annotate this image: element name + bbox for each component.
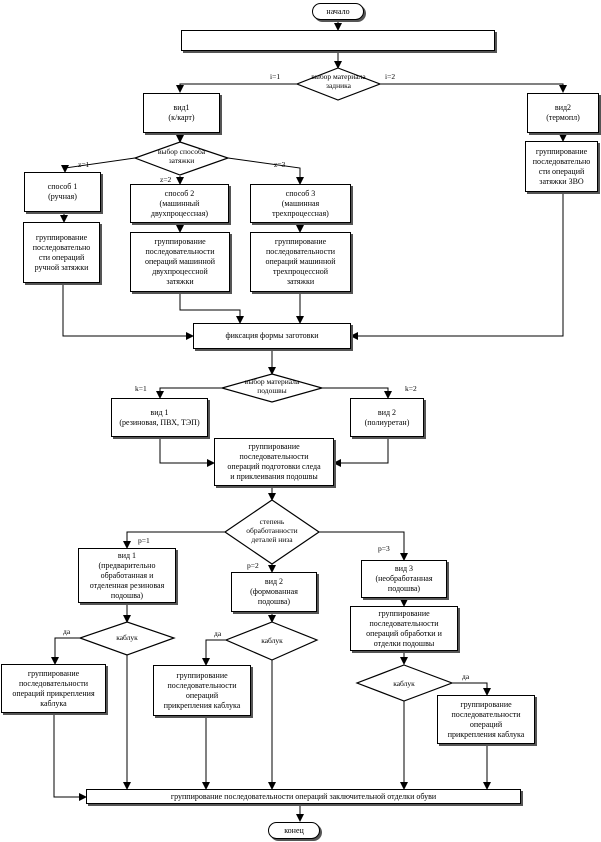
edge-label-p2: p=2 bbox=[247, 561, 259, 570]
edge-yes3 bbox=[452, 682, 491, 696]
edge-label-z1: z=1 bbox=[78, 160, 90, 169]
edge-k1 bbox=[156, 387, 222, 399]
input-box bbox=[181, 30, 495, 51]
edge-p1 bbox=[123, 531, 225, 549]
edge-yes2 bbox=[202, 639, 226, 666]
decision-sole-material-shape bbox=[219, 373, 325, 403]
group-three-box: группирование последовательности операци… bbox=[250, 232, 351, 292]
group-trace-box: группирование последовательности операци… bbox=[214, 438, 334, 486]
type2-box: вид2 (термопл) bbox=[527, 93, 599, 133]
end-terminal: конец bbox=[268, 822, 320, 839]
edge-label-k1: k=1 bbox=[135, 384, 147, 393]
start-terminal: начало bbox=[312, 3, 364, 20]
edge-label-z3: z=3 bbox=[274, 160, 286, 169]
edge-label-z2: z=2 bbox=[160, 175, 172, 184]
edge-z1 bbox=[61, 157, 136, 173]
sole1-box: вид 1 (резиновая, ПВХ, ТЭП) bbox=[111, 398, 208, 437]
fixation-box: фиксация формы заготовки bbox=[193, 323, 351, 349]
edge-i2 bbox=[380, 83, 567, 93]
method1-box: способ 1 (ручная) bbox=[24, 172, 101, 212]
decision-heel-1-shape bbox=[78, 621, 176, 656]
heel-attach3-box: группирование последовательности операци… bbox=[437, 695, 535, 744]
edge-label-i2: i=2 bbox=[385, 72, 396, 81]
edge-label-yes3: да bbox=[462, 672, 470, 681]
edge-a1-final bbox=[53, 713, 87, 801]
edge-label-yes2: да bbox=[214, 629, 222, 638]
decision-heel-material-label: выбор материала задника bbox=[311, 72, 366, 90]
group-manual-box: группирование последовательно сти операц… bbox=[23, 222, 100, 283]
finish3-box: вид 3 (необработанная подошва) bbox=[361, 560, 447, 598]
type1-box: вид1 (к/карт) bbox=[143, 93, 220, 133]
edge-p3 bbox=[319, 531, 408, 561]
decision-lasting-method-label: выбор способа затяжки bbox=[157, 147, 206, 165]
decision-heel-2-shape bbox=[224, 621, 319, 661]
decision-heel-2-label: каблук bbox=[261, 636, 283, 645]
edge-label-i1: i=1 bbox=[270, 72, 281, 81]
edge-s1-trace bbox=[159, 437, 215, 467]
edge-label-k2: k=2 bbox=[405, 384, 417, 393]
finish1-box: вид 1 (предварительно обработанная и отд… bbox=[78, 548, 176, 603]
final-box: группирование последовательности операци… bbox=[86, 789, 521, 804]
decision-heel-3-shape bbox=[355, 664, 454, 702]
group-two-box: группирование последовательности операци… bbox=[130, 232, 230, 292]
heel-attach1-box: группирование последовательности операци… bbox=[1, 664, 106, 713]
finish2-box: вид 2 (формованная подошва) bbox=[231, 572, 317, 612]
edge-k2 bbox=[322, 387, 392, 399]
method3-box: способ 3 (машинная трехпроцессная) bbox=[250, 184, 351, 223]
decision-bottom-finish-label: степень обработанности деталей низа bbox=[246, 517, 298, 544]
edge-zvo-fix bbox=[350, 192, 564, 340]
decision-sole-material-label: выбор материала подошвы bbox=[244, 377, 300, 395]
decision-heel-material-shape bbox=[295, 67, 382, 101]
group-zvo-box: группирование последовательно сти операц… bbox=[525, 141, 598, 192]
decision-bottom-finish-shape bbox=[223, 499, 321, 565]
decision-heel-1-label: каблук bbox=[116, 633, 138, 642]
method2-box: способ 2 (машинный двухпроцессная) bbox=[130, 184, 229, 223]
group-sole-finish-box: группирование последовательности операци… bbox=[350, 606, 458, 651]
edge-s2-trace bbox=[333, 437, 389, 467]
decision-heel-3-label: каблук bbox=[393, 679, 415, 688]
heel-attach2-box: группирование последовательности операци… bbox=[153, 665, 251, 716]
edge-label-p1: p=1 bbox=[138, 536, 150, 545]
edge-label-yes1: да bbox=[63, 627, 71, 636]
sole2-box: вид 2 (полиуретан) bbox=[350, 398, 424, 437]
edge-z3 bbox=[227, 157, 304, 185]
edge-g2-fix bbox=[179, 292, 244, 324]
edge-i1 bbox=[176, 83, 297, 93]
edge-yes1 bbox=[51, 637, 80, 665]
edge-label-p3: p=3 bbox=[378, 544, 390, 553]
decision-lasting-method-shape bbox=[133, 141, 230, 176]
edge-g1-fix bbox=[62, 283, 194, 340]
